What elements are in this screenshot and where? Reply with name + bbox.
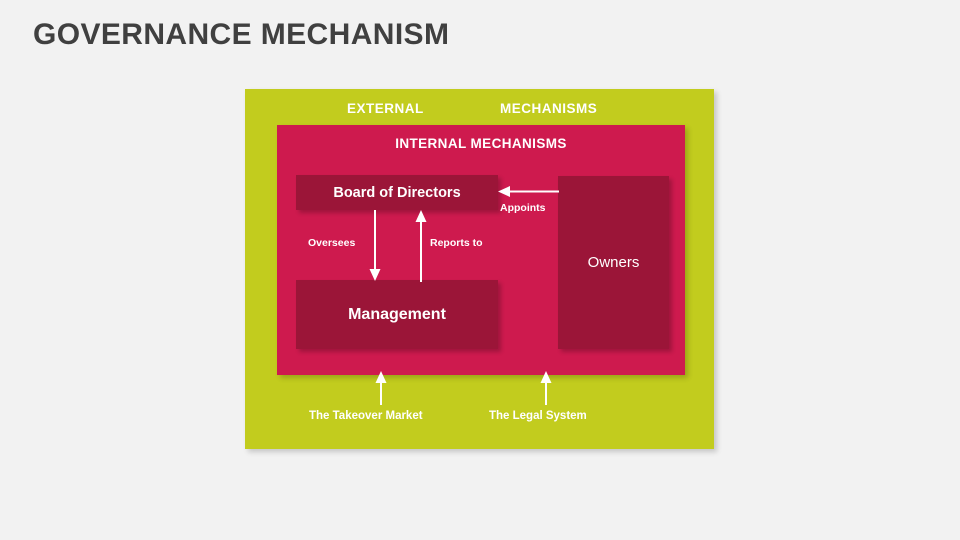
node-board-of-directors[interactable]: Board of Directors	[296, 175, 498, 210]
node-management[interactable]: Management	[296, 280, 498, 349]
page-title: GOVERNANCE MECHANISM	[33, 18, 450, 51]
connector-oversees-label: Oversees	[308, 237, 356, 249]
connector-reports-to-label: Reports to	[430, 237, 483, 249]
internal-mechanisms-title: INTERNAL MECHANISMS	[395, 136, 567, 151]
connector-appoints-label: Appoints	[500, 202, 546, 214]
connector-takeover-market-arrow	[374, 371, 388, 405]
external-label-legal-system: The Legal System	[489, 410, 587, 422]
external-mechanisms-title-word-2: MECHANISMS	[500, 101, 598, 116]
connector-reports-to-arrow	[414, 210, 428, 282]
connector-oversees-arrow	[368, 210, 382, 282]
connector-legal-system-arrow	[539, 371, 553, 405]
node-owners-label: Owners	[587, 254, 640, 271]
node-board-of-directors-label: Board of Directors	[333, 184, 461, 201]
connector-appoints-arrow	[497, 183, 561, 200]
external-label-takeover-market: The Takeover Market	[309, 410, 423, 422]
external-mechanisms-title-word-1: EXTERNAL	[347, 101, 424, 116]
node-owners[interactable]: Owners	[558, 176, 669, 349]
node-management-label: Management	[348, 305, 446, 323]
